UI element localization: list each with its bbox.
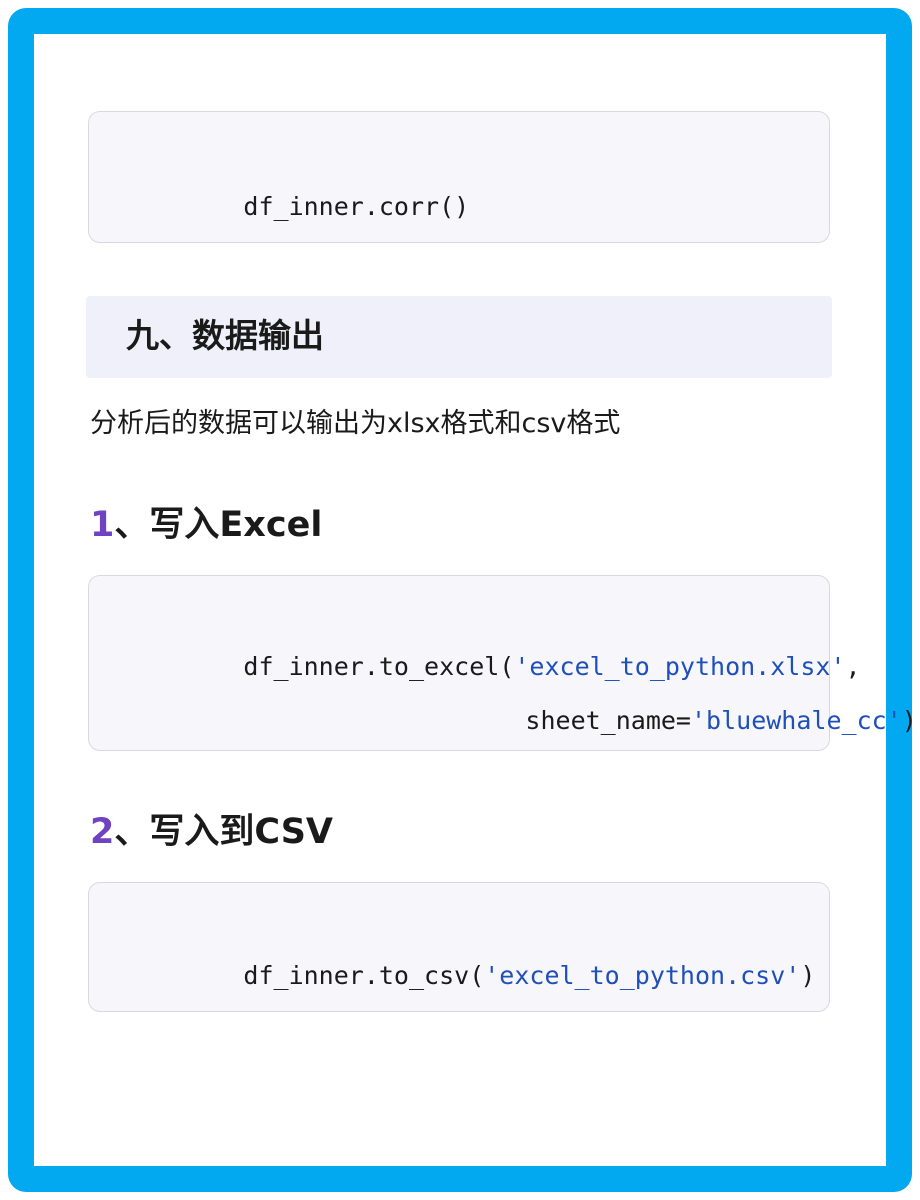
- code-line-excel-1: df_inner.to_excel('excel_to_python.xlsx'…: [123, 622, 861, 712]
- page-frame: df_inner.corr() 九、数据输出 分析后的数据可以输出为xlsx格式…: [8, 8, 917, 1192]
- subheading-number: 1: [90, 505, 115, 545]
- code-block-excel: df_inner.to_excel('excel_to_python.xlsx'…: [88, 575, 917, 751]
- intro-paragraph: 分析后的数据可以输出为xlsx格式和csv格式: [90, 408, 621, 439]
- string-literal: 'bluewhale_cc': [691, 706, 902, 735]
- code-line-csv: df_inner.to_csv('excel_to_python.csv'): [123, 931, 815, 1021]
- subheading-excel: 1、写入Excel: [90, 502, 322, 548]
- string-literal: 'excel_to_python.csv': [484, 961, 801, 990]
- subheading-csv: 2、写入到CSV: [90, 809, 333, 855]
- code-text: ): [901, 706, 917, 735]
- code-line-excel-2: sheet_name='bluewhale_cc'): [405, 676, 917, 766]
- subheading-text: 、写入到CSV: [114, 812, 333, 852]
- code-line-corr: df_inner.corr(): [123, 162, 469, 252]
- code-text: df_inner.corr(): [243, 192, 470, 221]
- code-block-corr: df_inner.corr(): [88, 111, 830, 243]
- code-text: ,: [845, 652, 861, 681]
- document-content: df_inner.corr() 九、数据输出 分析后的数据可以输出为xlsx格式…: [34, 34, 917, 1166]
- string-literal: 'excel_to_python.xlsx': [514, 652, 846, 681]
- code-text: sheet_name=: [525, 706, 691, 735]
- code-text: df_inner.to_excel(: [243, 652, 515, 681]
- section-heading-band: 九、数据输出: [86, 296, 832, 378]
- code-text: ): [800, 961, 816, 990]
- section-title: 九、数据输出: [126, 316, 324, 355]
- code-text: df_inner.to_csv(: [243, 961, 485, 990]
- subheading-number: 2: [90, 812, 115, 852]
- subheading-text: 、写入Excel: [114, 505, 323, 545]
- code-block-csv: df_inner.to_csv('excel_to_python.csv'): [88, 882, 830, 1012]
